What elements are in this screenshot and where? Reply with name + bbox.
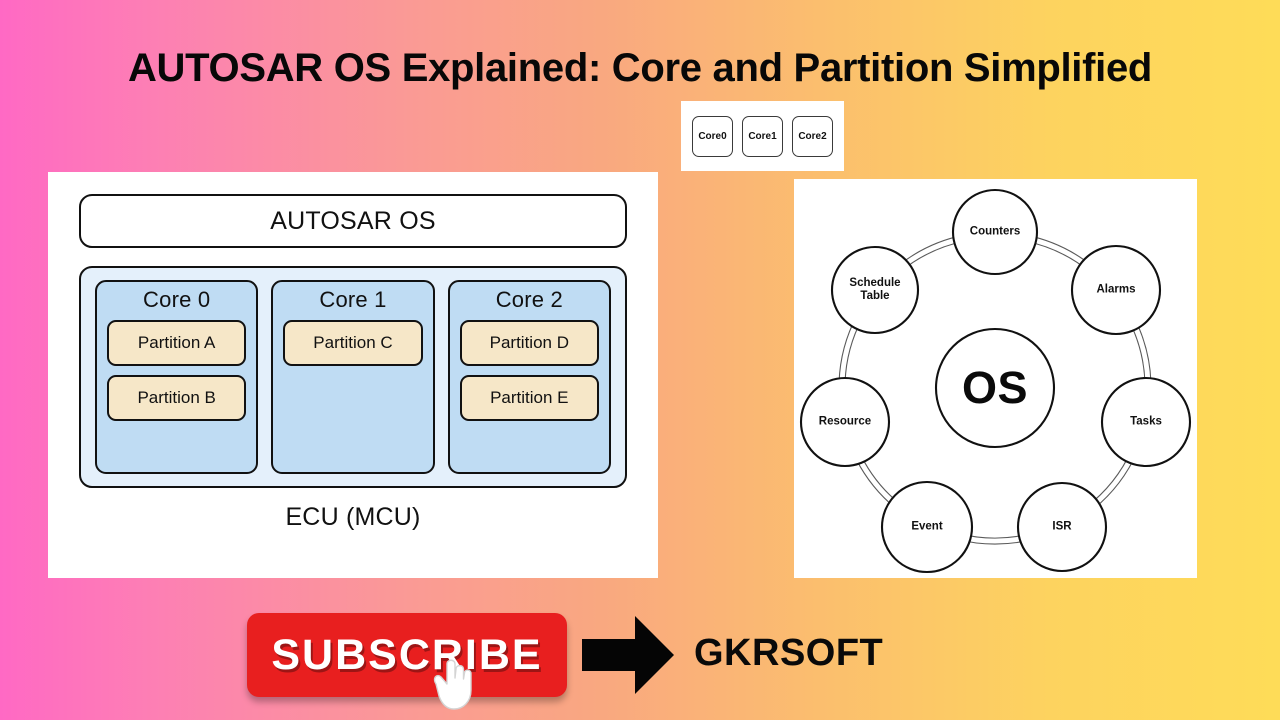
cores-container: Core 0 Partition A Partition B Core 1 Pa… [79, 266, 627, 488]
partition-box: Partition D [459, 320, 599, 366]
os-wheel-svg [799, 188, 1192, 574]
page-title: AUTOSAR OS Explained: Core and Partition… [127, 46, 1153, 90]
wheel-node-circle [830, 245, 920, 335]
mini-core-2: Core2 [792, 115, 833, 157]
mini-cores-panel: Core0 Core1 Core2 [681, 101, 844, 171]
wheel-node-circle [1070, 244, 1162, 336]
ecu-diagram-card: AUTOSAR OS Core 0 Partition A Partition … [48, 172, 658, 578]
core-block-0: Core 0 Partition A Partition B [95, 280, 259, 474]
os-center-label: OS [961, 362, 1029, 413]
autosar-os-box: AUTOSAR OS [79, 194, 627, 248]
wheel-node-circle [1100, 376, 1192, 468]
subscribe-button[interactable]: SUBSCRIBE [247, 613, 567, 697]
core-title: Core 2 [495, 287, 563, 312]
ecu-caption: ECU (MCU) [285, 503, 421, 531]
right-arrow-icon [582, 616, 674, 694]
core-title: Core 1 [319, 287, 387, 312]
partition-box: Partition E [459, 375, 599, 421]
core-block-2: Core 2 Partition D Partition E [447, 280, 611, 474]
partition-box: Partition A [107, 320, 247, 366]
hand-cursor-icon [433, 659, 472, 710]
wheel-node-circles [799, 188, 1192, 574]
wheel-node-circle [951, 188, 1039, 276]
wheel-node-circle [880, 480, 974, 574]
wheel-node-circle [1016, 481, 1108, 573]
wheel-node-circle [799, 376, 891, 468]
mini-core-1: Core1 [742, 115, 783, 157]
core-title: Core 0 [143, 287, 211, 312]
os-center-circle [934, 327, 1056, 449]
core-block-1: Core 1 Partition C [271, 280, 435, 474]
mini-core-0: Core0 [692, 115, 733, 157]
partition-box: Partition C [283, 320, 423, 366]
brand-name: GKRSOFT [694, 632, 884, 674]
subscribe-label: SUBSCRIBE [271, 630, 543, 679]
partition-box: Partition B [107, 375, 247, 421]
